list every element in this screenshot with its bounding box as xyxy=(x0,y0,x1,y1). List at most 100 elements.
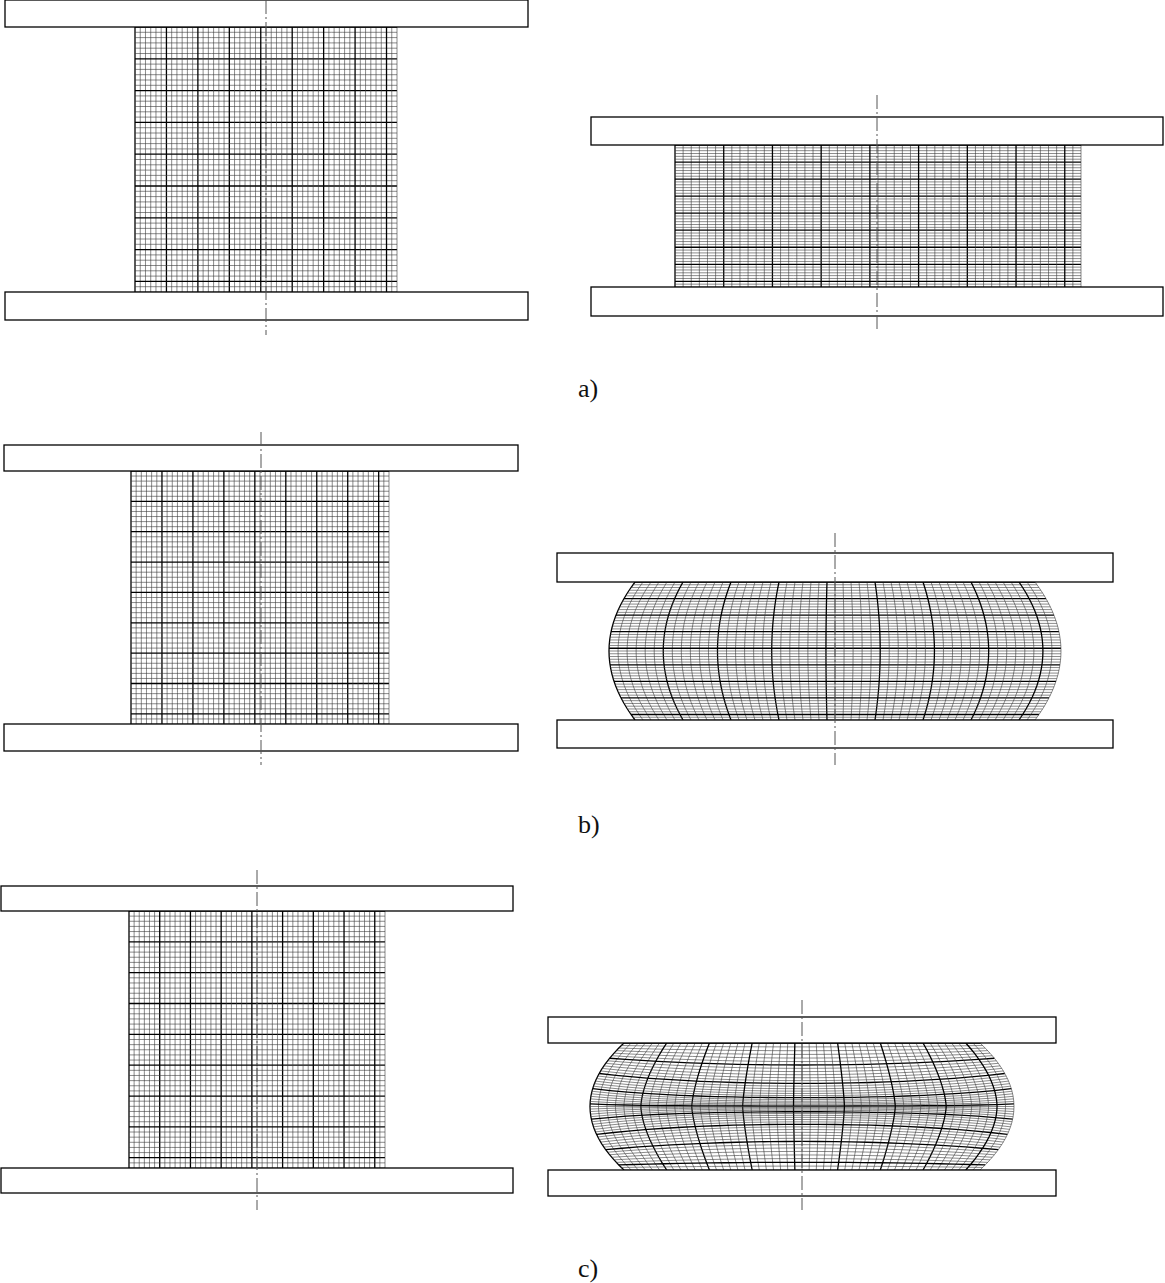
mesh-line xyxy=(955,582,971,720)
mesh-line xyxy=(131,612,389,613)
panel-label: b) xyxy=(578,812,600,838)
mesh-line xyxy=(349,27,350,292)
mesh-line xyxy=(327,471,328,724)
mesh-line xyxy=(951,145,952,287)
mesh-line xyxy=(675,284,1081,285)
mesh-line xyxy=(959,1043,989,1170)
mesh-line xyxy=(285,471,286,724)
mesh-line xyxy=(131,627,389,628)
mesh-line xyxy=(675,250,1081,251)
mesh-line xyxy=(843,582,844,720)
mesh-line xyxy=(267,911,268,1168)
mesh-line xyxy=(859,582,862,720)
mesh-line xyxy=(337,471,338,724)
mesh-line xyxy=(967,145,968,287)
mesh-line xyxy=(381,27,382,292)
mesh-line xyxy=(926,145,927,287)
mesh-line xyxy=(131,683,389,684)
mesh-line xyxy=(131,617,389,618)
mesh-line xyxy=(1015,145,1016,287)
mesh-line xyxy=(270,471,271,724)
mesh-line xyxy=(675,233,1081,234)
mesh-line xyxy=(999,145,1000,287)
mesh-line xyxy=(1032,145,1033,287)
mesh-line xyxy=(983,145,984,287)
mesh-line xyxy=(995,582,1016,720)
mesh-line xyxy=(675,255,1081,256)
fe-mesh xyxy=(675,145,1081,287)
centre-line xyxy=(802,1000,803,1210)
mesh-line xyxy=(135,196,397,197)
mesh-line xyxy=(386,27,387,292)
mesh-line xyxy=(334,27,335,292)
mesh-line xyxy=(980,1043,1014,1170)
mesh-line xyxy=(866,1043,878,1170)
mesh-line xyxy=(975,145,976,287)
mesh-line xyxy=(947,582,962,720)
mesh-line xyxy=(131,698,389,699)
mesh-line xyxy=(875,582,880,720)
mesh-line xyxy=(391,27,392,292)
mesh-line xyxy=(880,1043,895,1170)
mesh-line xyxy=(376,27,377,292)
mesh-line xyxy=(131,602,389,603)
mesh-line xyxy=(131,632,389,633)
mesh-line xyxy=(675,241,1081,242)
mesh-line xyxy=(675,218,1081,219)
mesh-line xyxy=(891,582,898,720)
mesh-line xyxy=(352,471,353,724)
mesh-line xyxy=(385,911,386,1168)
mesh-line xyxy=(131,643,389,644)
mesh-line xyxy=(328,911,329,1168)
mesh-line xyxy=(675,247,1081,248)
mesh-line xyxy=(272,911,273,1168)
mesh-line xyxy=(135,212,397,213)
mesh-line xyxy=(349,911,350,1168)
mesh-line xyxy=(275,471,276,724)
mesh-line xyxy=(129,1111,385,1112)
mesh-line xyxy=(915,582,925,720)
mesh-line xyxy=(328,27,329,292)
mesh-line xyxy=(297,27,298,292)
mesh-line xyxy=(290,471,291,724)
mesh-line xyxy=(883,582,889,720)
mesh-line xyxy=(675,238,1081,239)
mesh-line xyxy=(614,681,1056,682)
mesh-line xyxy=(276,27,277,292)
mesh-line xyxy=(894,145,895,287)
mesh-line xyxy=(307,27,308,292)
mesh-line xyxy=(292,911,293,1168)
mesh-line xyxy=(364,911,365,1168)
mesh-line xyxy=(378,471,379,724)
mesh-line xyxy=(1048,145,1049,287)
mesh-line xyxy=(991,145,992,287)
mesh-line xyxy=(308,911,309,1168)
mesh-line xyxy=(675,227,1081,228)
mesh-line xyxy=(944,1043,971,1170)
mesh-line xyxy=(389,471,390,724)
mesh-line xyxy=(131,678,389,679)
mesh-line xyxy=(1040,145,1041,287)
mesh-line xyxy=(129,1106,385,1107)
mesh-line xyxy=(867,582,871,720)
mesh-line xyxy=(979,582,998,720)
mesh-line xyxy=(262,911,263,1168)
mesh-line xyxy=(609,659,1060,660)
mesh-line xyxy=(131,708,389,709)
mesh-line xyxy=(286,27,287,292)
mesh-line xyxy=(135,175,397,176)
mesh-line xyxy=(373,471,374,724)
mesh-line xyxy=(1003,582,1025,720)
mesh-line xyxy=(852,1043,862,1170)
mesh-line xyxy=(260,471,261,724)
mesh-line xyxy=(675,281,1081,282)
mesh-line xyxy=(365,27,366,292)
mesh-line xyxy=(959,145,960,287)
mesh-line xyxy=(131,637,389,638)
mesh-line xyxy=(675,264,1081,265)
mesh-line xyxy=(135,191,397,192)
fe-mesh xyxy=(131,471,389,724)
centre-line xyxy=(835,533,836,765)
mesh-line xyxy=(131,658,389,659)
